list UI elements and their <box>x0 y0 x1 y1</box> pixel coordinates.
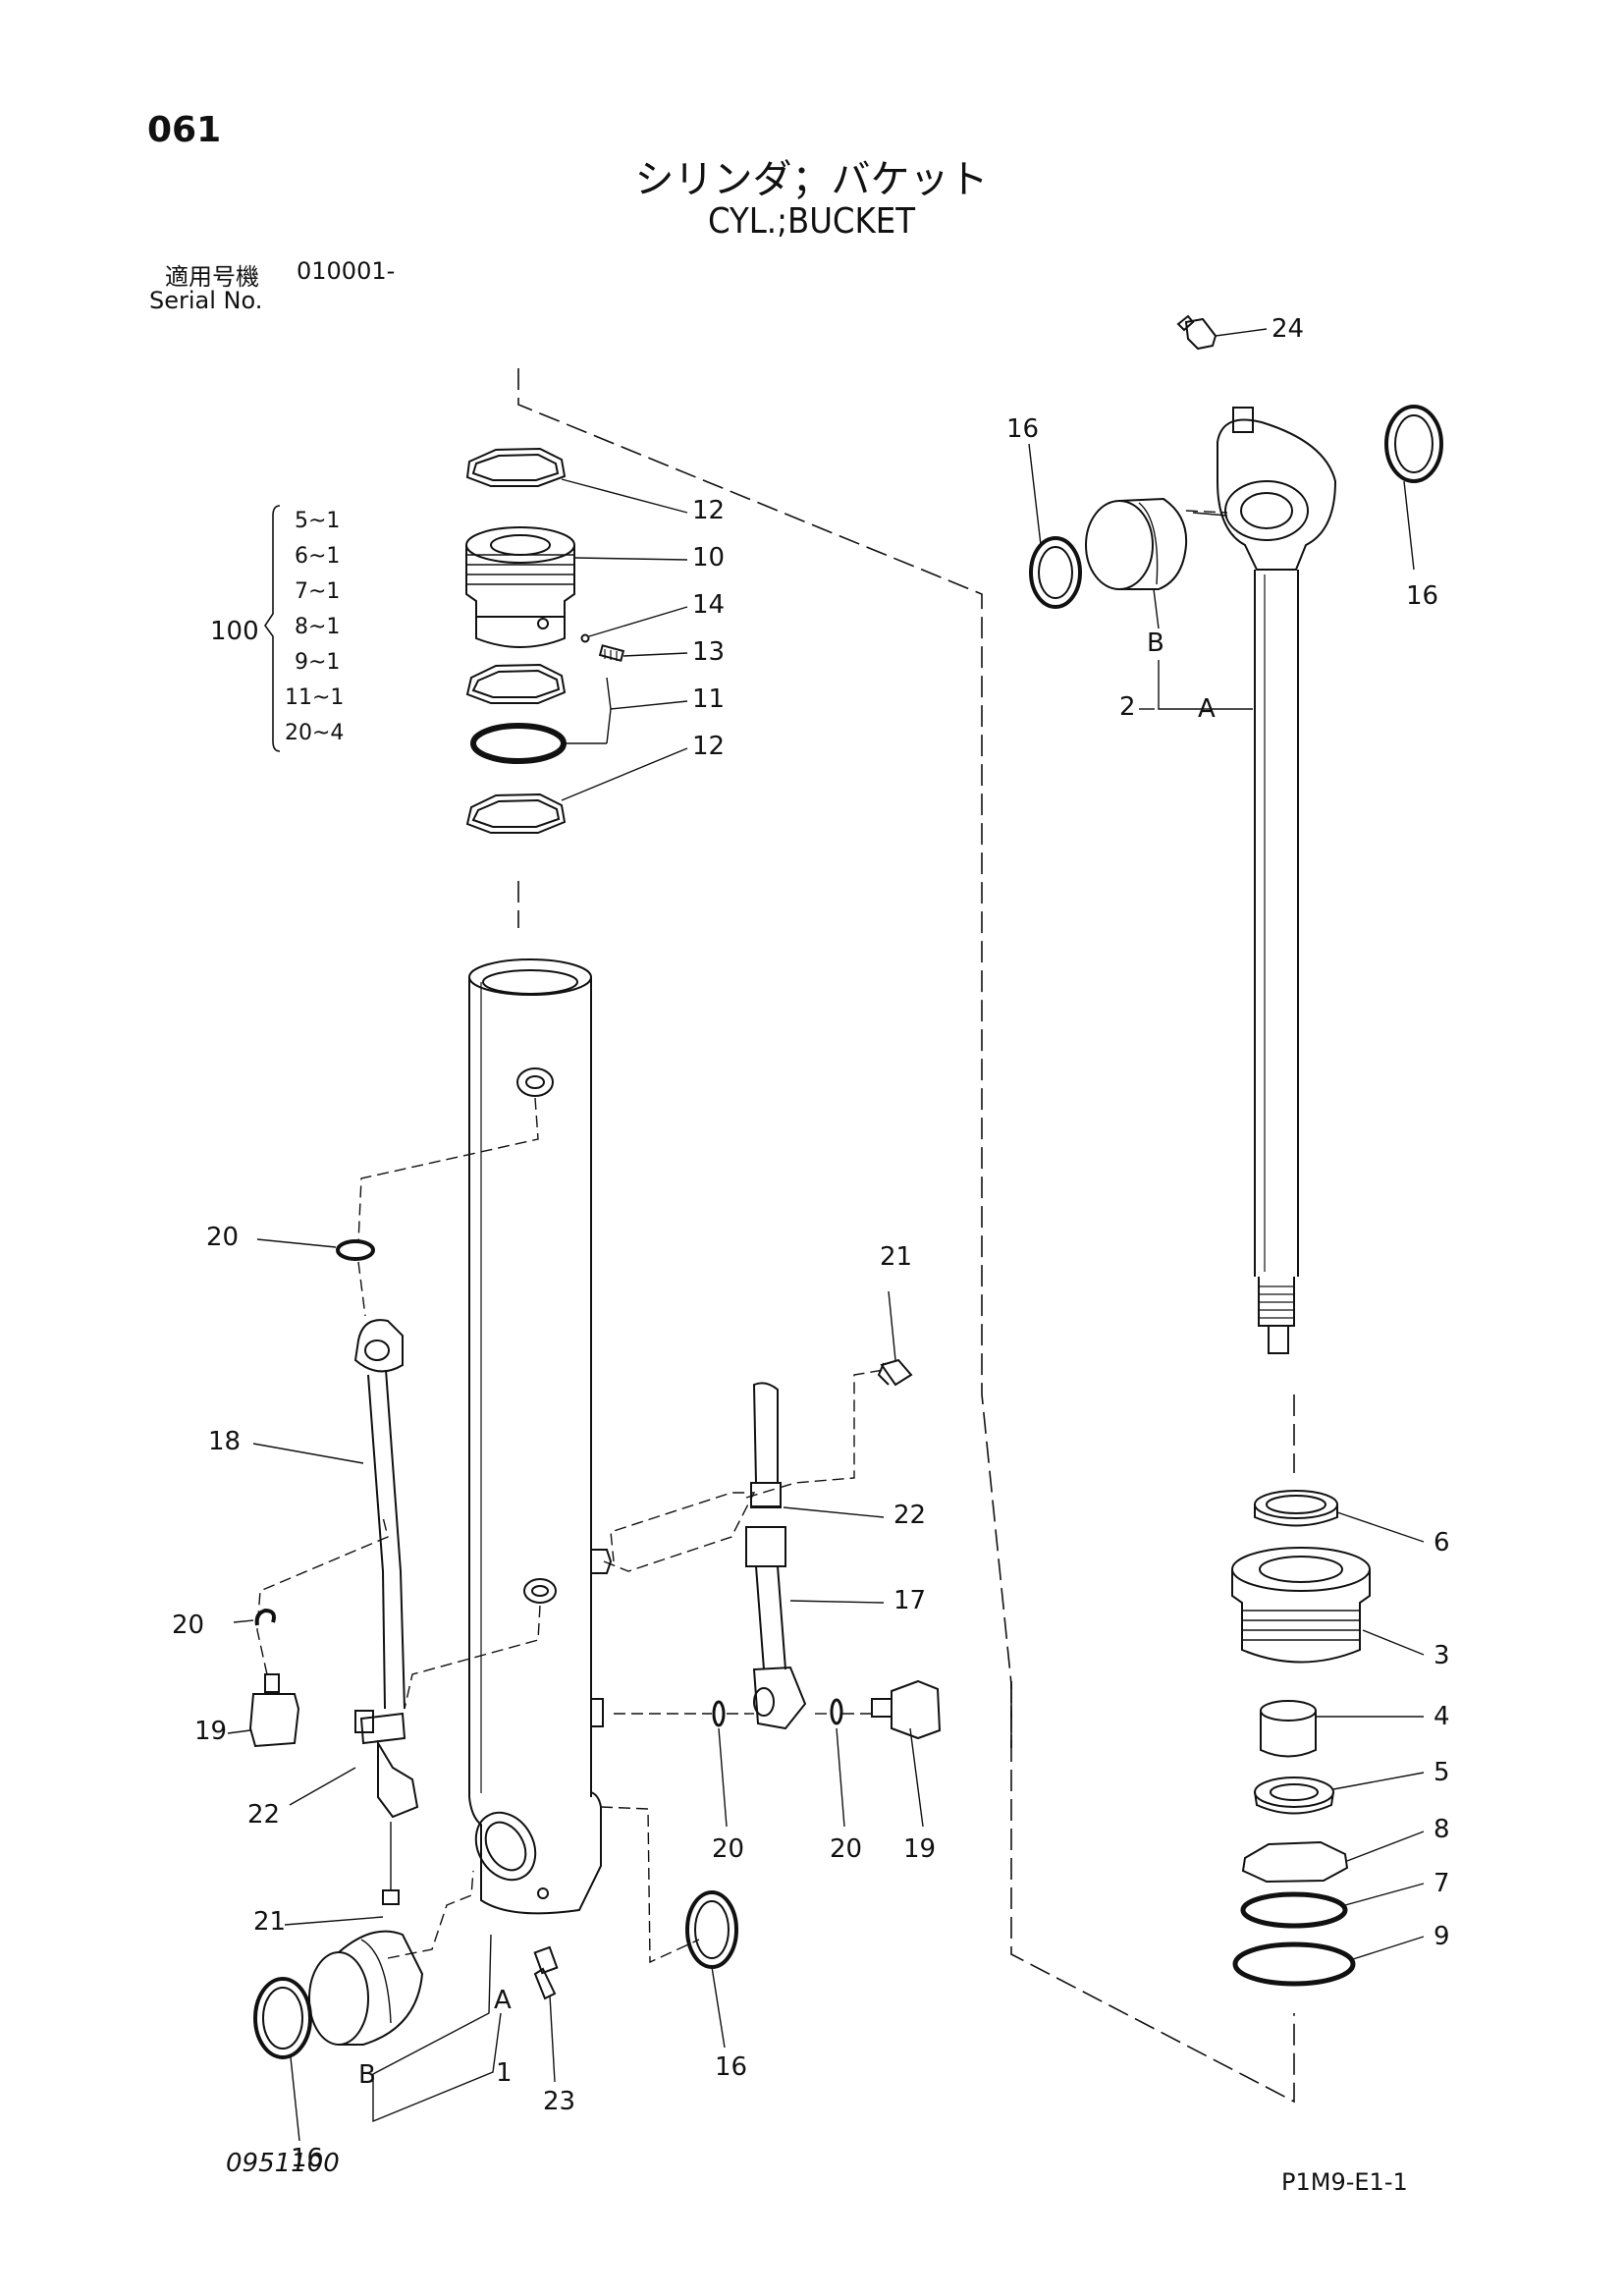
callout-24: 24 <box>1271 314 1305 344</box>
page-title-english: CYL.;BUCKET <box>707 201 916 242</box>
callout-17: 17 <box>893 1586 927 1615</box>
kit-item: 11~1 <box>285 685 345 710</box>
clamp-22-left <box>355 1711 373 1732</box>
callout-19-left: 19 <box>194 1717 228 1746</box>
serial-label-japanese: 適用号機 <box>165 263 259 291</box>
callout-4: 4 <box>1434 1702 1450 1731</box>
kit-item: 20~4 <box>285 721 345 745</box>
seal-ring-11 <box>467 665 565 703</box>
serial-label-english: Serial No. <box>149 287 263 314</box>
dust-seal-16-rod-left <box>1031 538 1080 607</box>
serial-number-value: 010001- <box>297 257 396 285</box>
sheet-code: P1M9-E1-1 <box>1281 2168 1408 2196</box>
grease-fitting-23 <box>535 1947 558 1998</box>
dust-seal-16-clevis <box>687 1892 736 1967</box>
bushing-b-tube <box>309 1932 422 2045</box>
clamp-22-right <box>751 1483 781 1506</box>
slide-ring-8 <box>1243 1842 1347 1882</box>
assembly-dash-frame <box>518 368 1294 2102</box>
o-ring-11 <box>473 726 564 761</box>
backup-ring-12-bottom <box>467 794 565 833</box>
o-ring-20-c <box>714 1702 724 1725</box>
callout-20-d: 20 <box>830 1834 863 1864</box>
callout-22-right: 22 <box>893 1501 927 1530</box>
piston-rod-2 <box>1217 408 1335 1353</box>
callout-18: 18 <box>208 1427 242 1456</box>
steel-ball-14 <box>582 635 589 642</box>
seal-ring-7 <box>1243 1894 1345 1926</box>
callout-6: 6 <box>1434 1528 1450 1558</box>
bolt-21-left <box>383 1822 399 1904</box>
callout-3: 3 <box>1434 1641 1450 1670</box>
callout-20-a: 20 <box>206 1223 240 1252</box>
ring-6 <box>1255 1491 1337 1526</box>
o-ring-20-a <box>338 1241 373 1259</box>
callout-8: 8 <box>1434 1815 1450 1844</box>
piston-3 <box>1232 1548 1370 1663</box>
callout-9: 9 <box>1434 1922 1450 1951</box>
callout-12-top: 12 <box>692 496 726 525</box>
kit-item: 9~1 <box>295 650 341 675</box>
callout-5: 5 <box>1434 1758 1450 1787</box>
callout-a-tube: A <box>494 1986 512 2015</box>
callout-a-rod: A <box>1198 694 1216 724</box>
pipe-18 <box>355 1320 417 1817</box>
callout-13: 13 <box>692 637 726 667</box>
page-title-japanese: シリンダ；バケット <box>634 157 989 202</box>
callout-21-right: 21 <box>880 1242 913 1272</box>
callout-1: 1 <box>496 2058 513 2088</box>
callout-22-left: 22 <box>247 1800 281 1830</box>
callout-b-tube: B <box>358 2060 376 2090</box>
seal-ring-9 <box>1235 1944 1353 1984</box>
kit-item: 8~1 <box>295 615 341 639</box>
callout-21-left: 21 <box>253 1907 287 1937</box>
callout-16-clevis: 16 <box>715 2052 748 2082</box>
callout-16-tube: 16 <box>291 2144 324 2173</box>
nut-4 <box>1261 1701 1316 1757</box>
cylinder-tube-1 <box>464 959 611 1913</box>
drawing-number: 0951100 <box>226 2149 340 2178</box>
page-number: 061 <box>147 110 222 150</box>
callout-16-rod-left: 16 <box>1006 414 1040 444</box>
callout-11: 11 <box>692 684 726 714</box>
grease-fitting-24 <box>1178 316 1216 349</box>
kit-item: 7~1 <box>295 579 341 604</box>
leader-lines <box>228 329 1424 2141</box>
bushing-b-rod <box>1086 499 1186 589</box>
bolt-21-right <box>879 1360 911 1385</box>
o-ring-20-d <box>832 1700 841 1723</box>
callout-16-rod-right: 16 <box>1406 581 1439 611</box>
plug-19-right <box>872 1681 940 1738</box>
kit-item: 6~1 <box>295 544 341 569</box>
kit-number: 100 <box>210 617 259 646</box>
pipe-17 <box>746 1383 805 1728</box>
kit-bracket <box>265 506 280 751</box>
dust-seal-16-rod-right <box>1386 407 1441 481</box>
callout-2: 2 <box>1119 692 1136 722</box>
plug-19-left <box>250 1674 298 1746</box>
callout-14: 14 <box>692 590 726 620</box>
callout-20-c: 20 <box>712 1834 745 1864</box>
backup-ring-12-top <box>467 449 565 486</box>
callout-10: 10 <box>692 543 726 573</box>
callout-b-rod: B <box>1147 629 1164 658</box>
set-screw-13 <box>600 645 623 661</box>
cylinder-head-10 <box>466 527 574 647</box>
callout-19-right: 19 <box>903 1834 937 1864</box>
o-ring-20-b <box>257 1611 274 1625</box>
callout-20-b: 20 <box>172 1611 205 1640</box>
dust-seal-16-tube <box>255 1979 310 2057</box>
callout-23: 23 <box>543 2087 576 2116</box>
callout-12-bottom: 12 <box>692 732 726 761</box>
callout-7: 7 <box>1434 1869 1450 1898</box>
kit-item: 5~1 <box>295 509 341 533</box>
ring-5 <box>1255 1777 1333 1814</box>
